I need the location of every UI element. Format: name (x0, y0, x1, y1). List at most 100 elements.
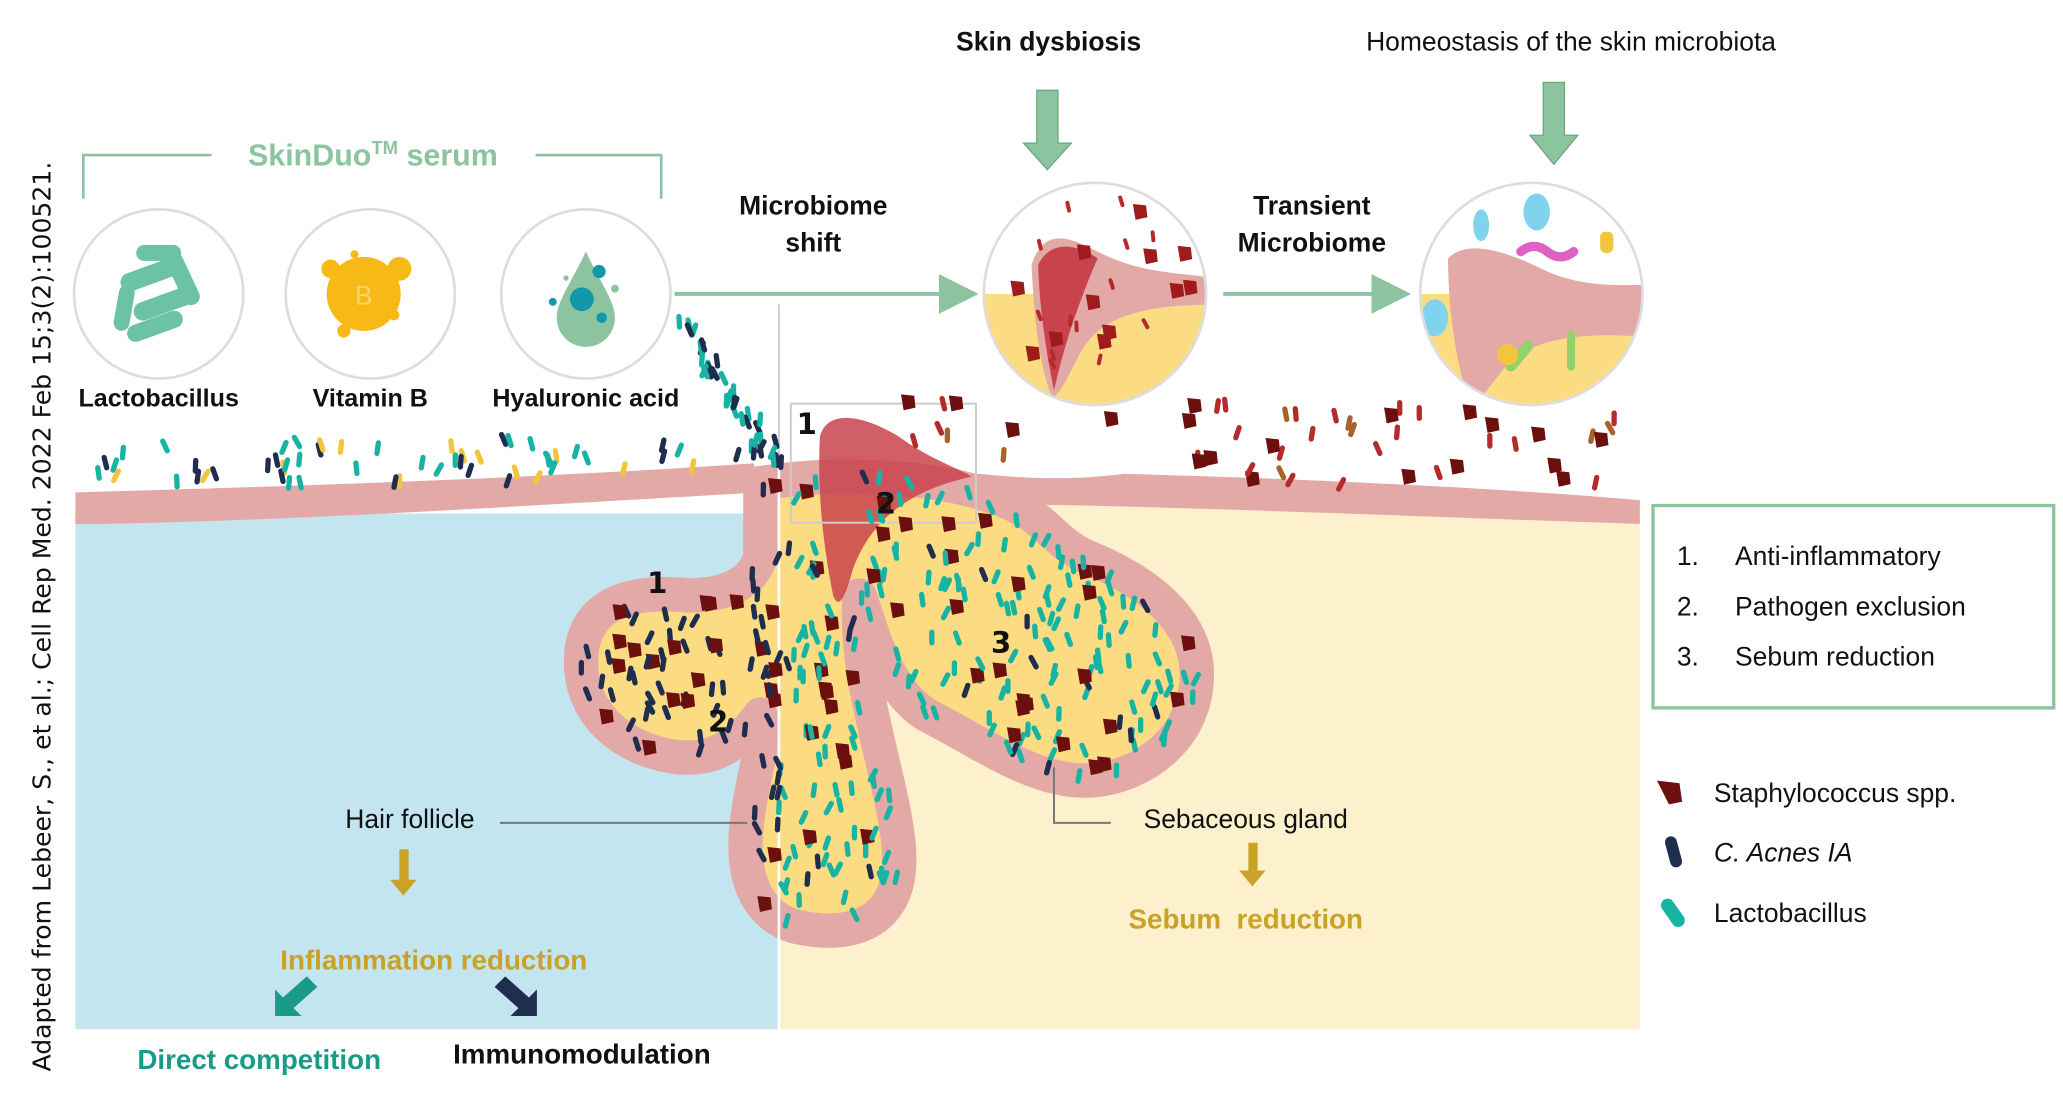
lactobacillus-icon (854, 699, 863, 716)
c-acnes-icon (465, 462, 475, 479)
bacteria-icon (1233, 425, 1242, 441)
lactobacillus-icon (1149, 691, 1159, 707)
lactobacillus-icon (807, 724, 815, 741)
lactobacillus-icon (942, 550, 949, 567)
lactobacillus-icon (795, 628, 806, 644)
staphylococcus-icon (1011, 576, 1026, 593)
lactobacillus-icon (975, 656, 986, 672)
bacteria-icon (1336, 477, 1347, 492)
svg-text:Lactobacillus: Lactobacillus (1714, 898, 1867, 928)
legend-item-lactobacillus: Lactobacillus (1660, 898, 1867, 928)
lactobacillus-icon (296, 474, 304, 491)
vitamin-b-icon (552, 448, 560, 464)
c-acnes-icon (785, 540, 793, 557)
lactobacillus-icon (1047, 747, 1058, 763)
legend-item-staphylococcus: Staphylococcus spp. (1657, 778, 1956, 808)
skin-dysbiosis-label: Skin dysbiosis (956, 27, 1141, 57)
c-acnes-icon (680, 638, 690, 654)
bacteria-icon (753, 420, 763, 436)
staphylococcus-icon (1077, 668, 1092, 685)
lactobacillus-icon (1155, 679, 1164, 695)
staphylococcus-icon (1132, 204, 1148, 220)
lactobacillus-icon (776, 799, 782, 816)
sebum-reduction-label: Sebum reduction (1128, 904, 1363, 935)
lactobacillus-icon (865, 606, 874, 622)
lactobacillus-icon (832, 861, 843, 877)
c-acnes-icon (598, 673, 606, 690)
c-acnes-icon (644, 700, 656, 715)
staphylococcus-icon (875, 526, 891, 543)
staphylococcus-icon (1025, 345, 1041, 362)
staphylococcus-icon (1187, 398, 1202, 414)
lactobacillus-icon (1026, 564, 1036, 580)
marker: 2 (708, 705, 728, 739)
c-acnes-icon (607, 687, 616, 703)
staphylococcus-icon (1016, 693, 1031, 710)
svg-text:Sebum reduction: Sebum reduction (1735, 642, 1935, 672)
c-acnes-icon (809, 563, 820, 578)
vitamin-b-icon (199, 468, 211, 484)
c-acnes-icon (762, 639, 771, 656)
lactobacillus-icon (1008, 648, 1019, 664)
staphylococcus-icon (1143, 248, 1158, 265)
bacteria-icon (1049, 349, 1057, 361)
lactobacillus-icon (1105, 632, 1112, 648)
staphylococcus-icon (1265, 437, 1281, 454)
c-acnes-icon (582, 686, 593, 702)
bacteria-icon (1214, 398, 1221, 414)
c-acnes-icon (625, 717, 636, 733)
lactobacillus-icon (1036, 606, 1046, 623)
lactobacillus-icon (1099, 608, 1107, 625)
lactobacillus-icon (1073, 603, 1081, 620)
lactobacillus-icon (800, 668, 806, 685)
lactobacillus-icon (1042, 637, 1053, 653)
lactobacillus-icon (1055, 544, 1062, 560)
lactobacillus-icon (916, 691, 927, 707)
lactobacillus-icon (1032, 623, 1039, 640)
staphylococcus-icon (838, 753, 853, 770)
svg-text:Anti-inflammatory: Anti-inflammatory (1735, 541, 1941, 571)
bacteria-icon (756, 439, 767, 454)
staphylococcus-icon (757, 896, 772, 912)
staphylococcus-icon (1462, 404, 1478, 421)
lactobacillus-icon (1189, 689, 1196, 706)
lactobacillus-icon (1137, 717, 1144, 733)
lactobacillus-icon (883, 805, 893, 821)
bacteria-icon (1604, 420, 1616, 436)
staphylococcus-icon (699, 595, 715, 611)
bacteria-icon (1000, 446, 1007, 463)
lactobacillus-icon (1118, 619, 1129, 635)
c-acnes-icon (752, 628, 761, 644)
lactobacillus-icon (1152, 622, 1159, 638)
lactobacillus-icon (938, 575, 947, 592)
lactobacillus-icon (995, 591, 1005, 608)
lactobacillus-icon (1028, 532, 1039, 548)
arrow-down-gold-right (1239, 842, 1266, 887)
lactobacillus-icon (878, 865, 887, 882)
vitamin-b-icon (619, 461, 628, 477)
staphylococcus-icon (890, 602, 905, 619)
c-acnes-icon (661, 704, 672, 721)
c-acnes-icon (764, 712, 775, 728)
staphylococcus-icon (1102, 324, 1117, 341)
lactobacillus-icon (1660, 898, 1685, 928)
lactobacillus-icon (110, 457, 120, 473)
c-acnes-icon (391, 474, 399, 490)
lactobacillus-icon (1015, 748, 1025, 764)
lactobacillus-icon (291, 434, 303, 450)
c-acnes-icon (725, 717, 734, 734)
c-acnes-icon (773, 650, 784, 666)
lactobacillus-icon (1079, 742, 1089, 758)
lactobacillus-icon (1152, 651, 1163, 667)
c-acnes-icon (659, 448, 668, 465)
bacteria-layer (95, 195, 1617, 929)
lactobacillus-icon (1056, 705, 1062, 722)
bacteria-icon (1118, 195, 1125, 208)
ingredient-label: Vitamin B (313, 384, 428, 412)
lactobacillus-icon (418, 454, 426, 471)
bacteria-icon (750, 444, 757, 461)
staphylococcus-icon (599, 708, 614, 725)
c-acnes-icon (760, 664, 770, 680)
lactobacillus-icon (874, 787, 884, 803)
bacteria-icon (1282, 406, 1290, 423)
